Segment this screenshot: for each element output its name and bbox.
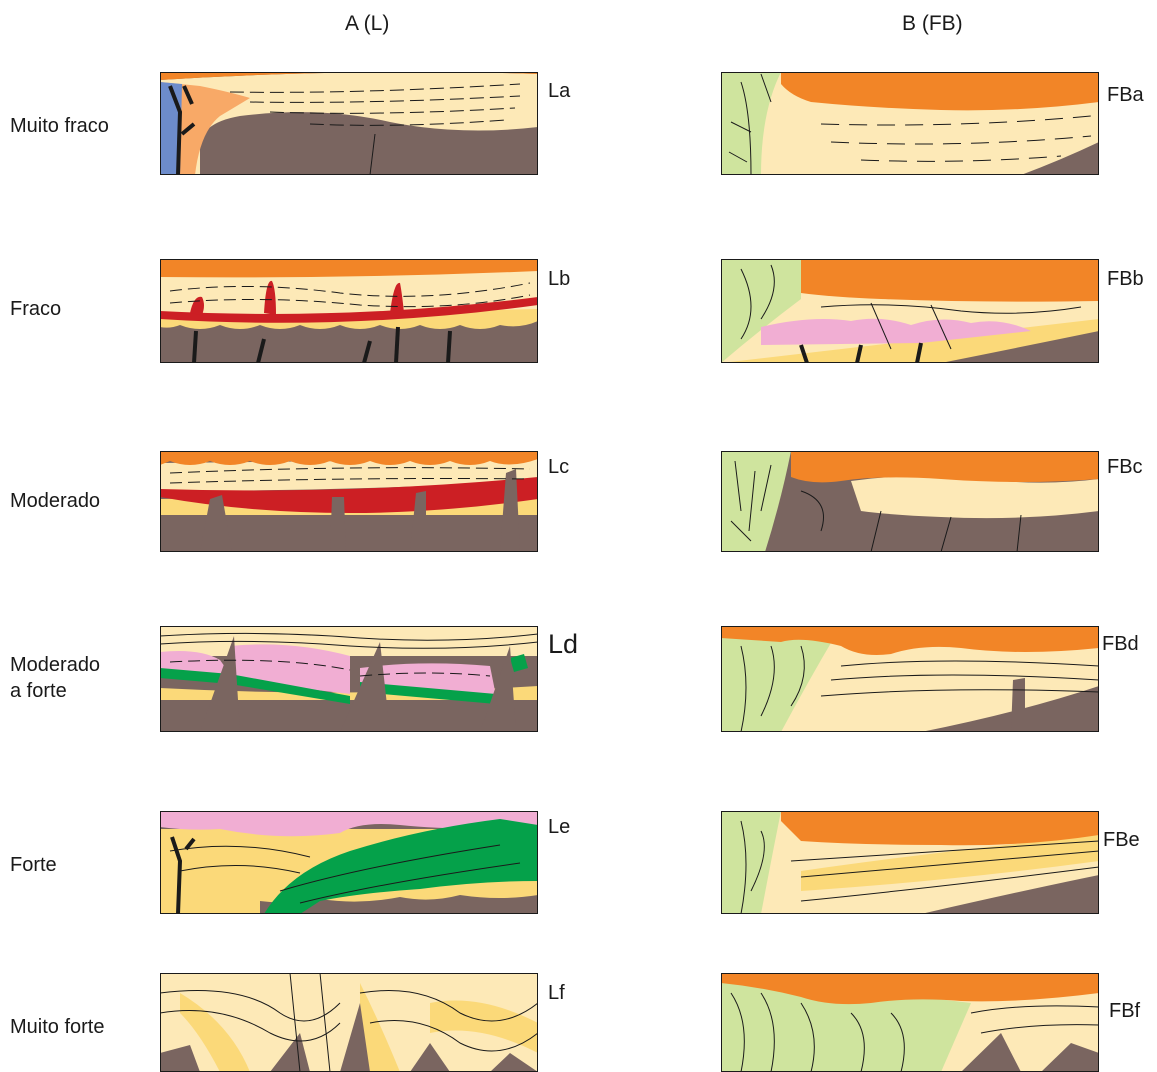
panel-lf: [160, 973, 538, 1072]
panel-code-fbb: FBb: [1107, 268, 1144, 291]
row-label-muito-forte: Muito forte: [10, 1014, 104, 1040]
panel-code-ld: Ld: [548, 629, 578, 660]
panel-fbc: [721, 451, 1099, 552]
panel-code-le: Le: [548, 816, 570, 839]
panel-code-lf: Lf: [548, 982, 565, 1005]
panel-fba: [721, 72, 1099, 175]
panel-lc: [160, 451, 538, 552]
column-title-right: B (FB): [902, 12, 963, 36]
panel-code-la: La: [548, 80, 570, 103]
panel-la: [160, 72, 538, 175]
row-label-forte: Forte: [10, 852, 57, 878]
panel-code-lc: Lc: [548, 456, 569, 479]
panel-fbb: [721, 259, 1099, 363]
panel-ld: [160, 626, 538, 732]
row-label-muito-fraco: Muito fraco: [10, 113, 109, 139]
panel-lb: [160, 259, 538, 363]
panel-fbd: [721, 626, 1099, 732]
row-label-moderado: Moderado: [10, 488, 100, 514]
row-label-fraco: Fraco: [10, 296, 61, 322]
panel-code-fba: FBa: [1107, 84, 1144, 107]
panel-code-lb: Lb: [548, 268, 570, 291]
panel-fbf: [721, 973, 1099, 1072]
column-title-left: A (L): [345, 12, 389, 36]
panel-code-fbc: FBc: [1107, 456, 1143, 479]
row-label-moderado-a-forte: Moderado a forte: [10, 652, 100, 704]
panel-code-fbd: FBd: [1102, 633, 1139, 656]
panel-code-fbe: FBe: [1103, 829, 1140, 852]
panel-fbe: [721, 811, 1099, 914]
panel-le: [160, 811, 538, 914]
panel-code-fbf: FBf: [1109, 1000, 1140, 1023]
